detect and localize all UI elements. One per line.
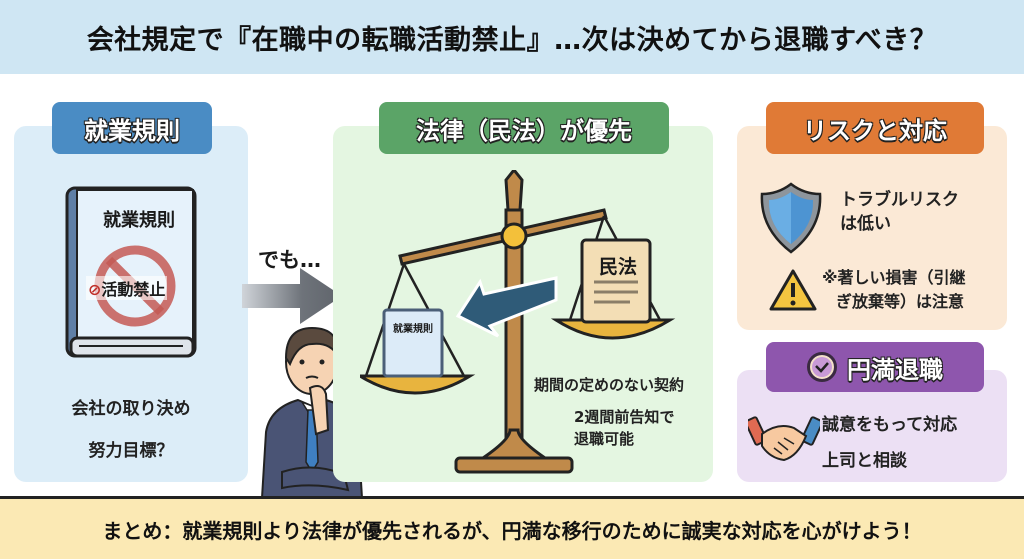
indefinite-contract-note: 期間の定めのない契約 (534, 376, 685, 394)
prohibited-icon: ⊘ (88, 280, 102, 299)
work-rules-banner: 就業規則 (52, 102, 212, 154)
check-circle-icon (807, 352, 837, 382)
trouble-risk-line2: は低い (840, 214, 891, 234)
two-week-notice-line1: 2週間前告知で (574, 408, 675, 426)
damage-caution-line1: ※著しい損害（引継 (822, 268, 966, 287)
title-bar: 会社規定で『在職中の転職活動禁止』…次は決めてから退職すべき？ (0, 0, 1024, 74)
company-rule-caption: 会社の取り決め (71, 399, 191, 419)
balance-scale-illustration (360, 170, 676, 474)
damage-caution-line2: ぎ放棄等）は注意 (836, 292, 965, 311)
warning-icon (769, 269, 817, 311)
shield-icon (760, 182, 822, 254)
two-week-notice-line2: 退職可能 (574, 430, 635, 448)
handshake-icon (748, 416, 820, 462)
right-arrow-icon (242, 268, 342, 324)
effort-goal-caption: 努力目標？ (88, 441, 174, 461)
scale-left-item: 就業規則 (393, 324, 433, 335)
rulebook-icon (65, 186, 197, 358)
sincere-response-item: 誠意をもって対応 (822, 415, 958, 435)
book-title: 就業規則 (103, 210, 175, 231)
scale-right-item: 民法 (598, 256, 637, 278)
but-label: でも… (258, 248, 321, 272)
risk-banner: リスクと対応 (766, 102, 984, 154)
trouble-risk-line1: トラブルリスク (840, 190, 959, 210)
amicable-exit-title: 円満退職 (847, 355, 943, 384)
summary-text: まとめ：就業規則より法律が優先されるが、円満な移行のために誠実な対応を心がけよう… (102, 518, 922, 543)
consult-supervisor-item: 上司と相談 (822, 451, 907, 471)
amicable-exit-banner: 円満退職 (766, 342, 984, 392)
summary-bar: まとめ：就業規則より法律が優先されるが、円満な移行のために誠実な対応を心がけよう… (0, 496, 1024, 559)
law-priority-banner: 法律（民法）が優先 (379, 102, 669, 154)
activity-ban-stamp: ⊘活動禁止 (86, 276, 168, 300)
page-title: 会社規定で『在職中の転職活動禁止』…次は決めてから退職すべき？ (86, 24, 938, 56)
